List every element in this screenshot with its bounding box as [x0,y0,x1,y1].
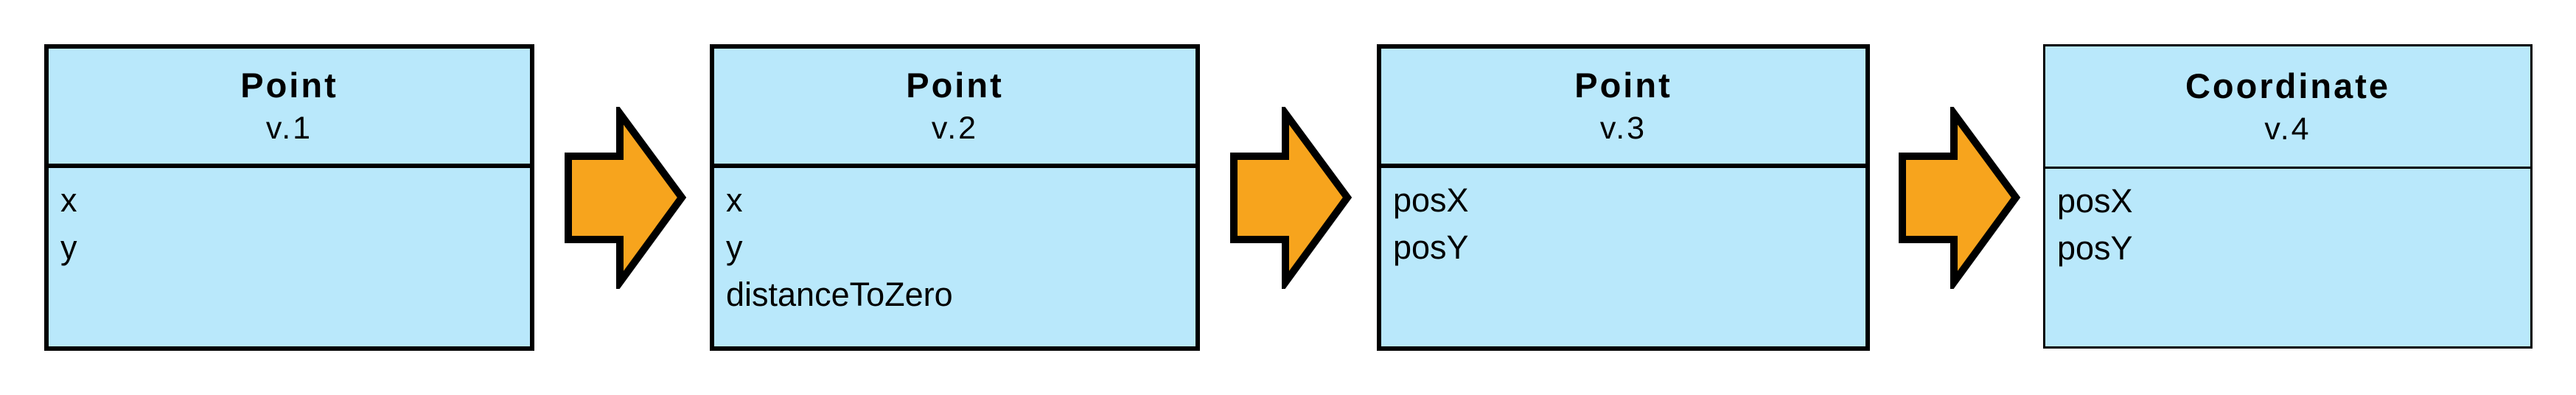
class-version: v.1 [265,111,313,146]
class-name: Point [1574,66,1672,105]
class-box-coordinate-v4: Coordinate v.4 posX posY [2043,44,2533,349]
class-name: Coordinate [2185,66,2391,105]
attribute: posY [1393,228,1469,266]
attribute-list: posX posY [1381,168,1865,271]
attribute: x [726,181,743,219]
class-version: v.2 [931,111,979,146]
attribute-list: x y [49,168,530,271]
class-name: Point [906,66,1004,105]
attribute-list: x y distanceToZero [714,168,1195,318]
arrow-right-icon [565,107,687,289]
attribute: posX [1393,181,1469,219]
class-box-point-v1: Point v.1 x y [44,44,534,351]
class-name: Point [240,66,338,105]
class-header: Coordinate v.4 [2045,46,2530,169]
arrow-right-icon [1230,107,1352,289]
class-version: v.3 [1599,111,1647,146]
attribute-list: posX posY [2045,169,2530,272]
attribute: y [60,228,77,266]
attribute: x [60,181,77,219]
attribute: y [726,228,743,266]
class-box-point-v2: Point v.2 x y distanceToZero [710,44,1200,351]
class-version: v.4 [2264,111,2311,147]
attribute: posY [2057,229,2133,267]
attribute: posX [2057,182,2133,220]
class-header: Point v.1 [49,49,530,168]
attribute: distanceToZero [726,276,953,313]
class-header: Point v.2 [714,49,1195,168]
arrow-right-icon [1899,107,2021,289]
class-box-point-v3: Point v.3 posX posY [1377,44,1870,351]
class-header: Point v.3 [1381,49,1865,168]
